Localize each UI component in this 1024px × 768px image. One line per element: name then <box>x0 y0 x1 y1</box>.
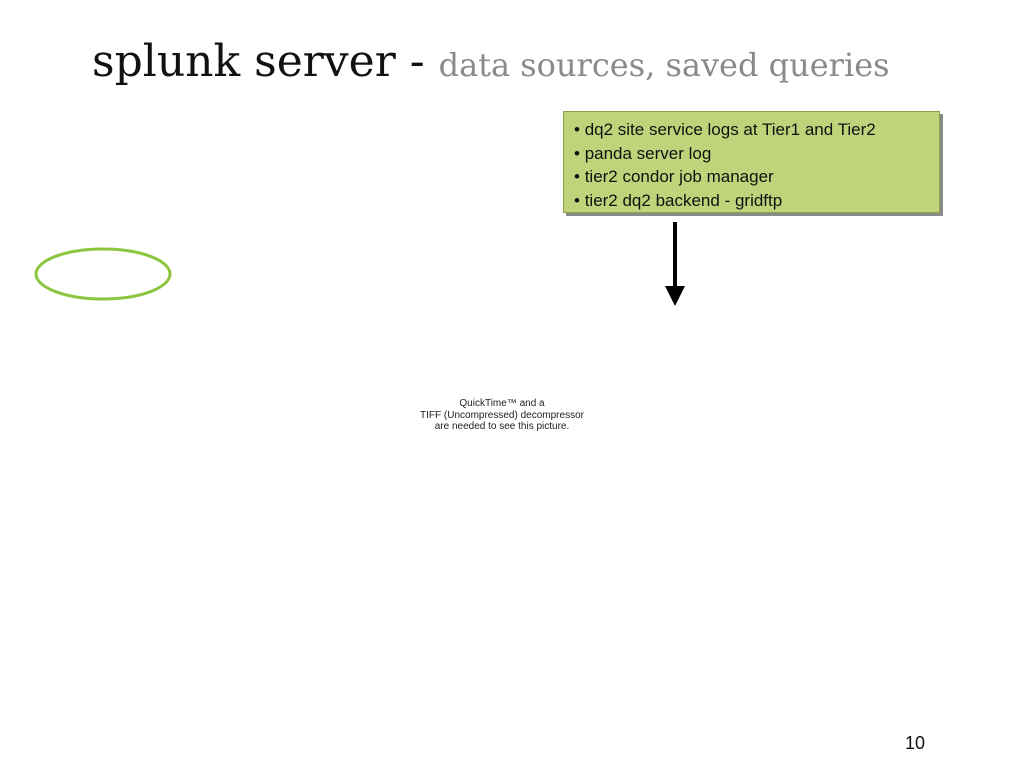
highlight-ellipse <box>34 247 172 301</box>
data-sources-callout: dq2 site service logs at Tier1 and Tier2… <box>563 111 940 213</box>
quicktime-placeholder: QuickTime™ and a TIFF (Uncompressed) dec… <box>380 398 624 433</box>
arrow-down-icon <box>665 222 685 306</box>
title-main: splunk server - <box>92 36 439 87</box>
slide-title: splunk server - data sources, saved quer… <box>92 40 890 84</box>
list-item: tier2 condor job manager <box>574 165 931 189</box>
page-number: 10 <box>905 733 926 753</box>
data-sources-list: dq2 site service logs at Tier1 and Tier2… <box>574 118 931 212</box>
list-item: tier2 dq2 backend - gridftp <box>574 189 931 213</box>
title-subtitle: data sources, saved queries <box>438 46 890 84</box>
placeholder-line: QuickTime™ and a <box>459 398 545 409</box>
list-item: dq2 site service logs at Tier1 and Tier2 <box>574 118 931 142</box>
list-item: panda server log <box>574 142 931 166</box>
placeholder-line: are needed to see this picture. <box>434 421 570 432</box>
placeholder-line: TIFF (Uncompressed) decompressor <box>420 409 584 421</box>
